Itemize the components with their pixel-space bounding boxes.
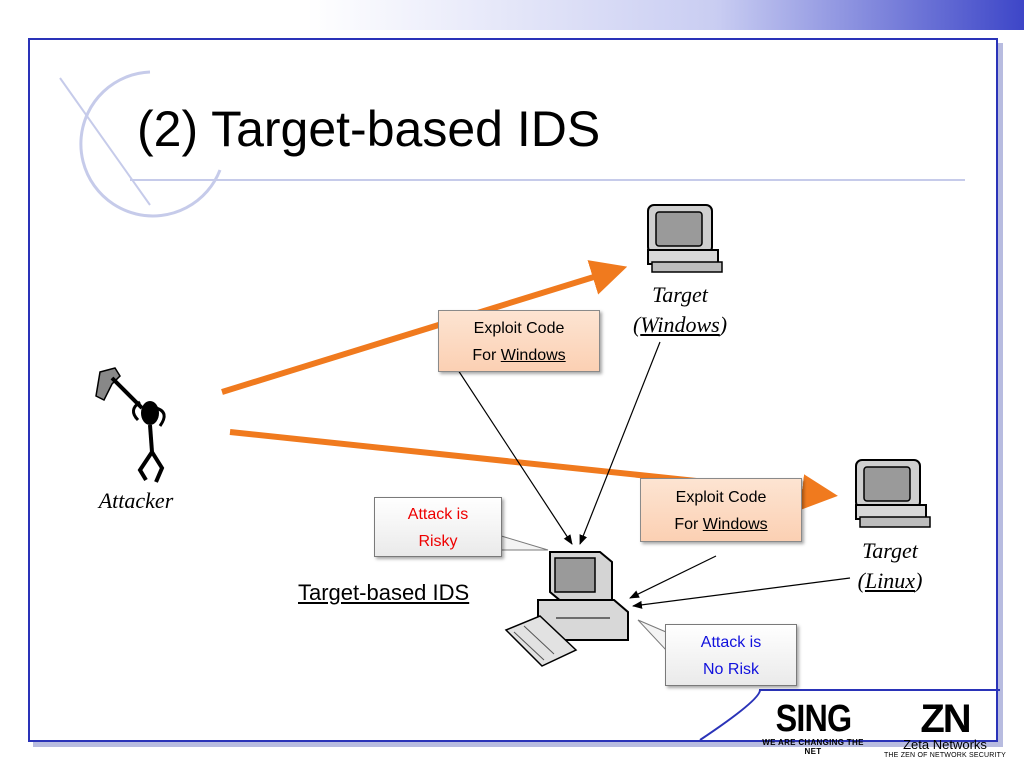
exploit-top-prefix: For	[472, 347, 501, 364]
risky-line1: Attack is	[407, 506, 469, 523]
zeta-logo-tagline: THE ZEN OF NETWORK SECURITY	[883, 752, 1007, 759]
flow-arrow-exploit-to-ids	[457, 369, 573, 545]
sing-logo-name: SING	[775, 698, 851, 740]
exploit-bottom-line2: For Windows	[641, 511, 801, 538]
target-linux-label-line2: (Linux)	[830, 566, 950, 596]
target-windows-computer-icon	[647, 204, 723, 273]
attack-risky-callout: Attack is Risky	[374, 497, 502, 557]
exploit-top-os: Windows	[500, 347, 566, 364]
attacker-icon	[95, 367, 166, 483]
flow-arrow-exploit2-to-ids	[629, 555, 717, 599]
flow-arrow-linux-to-ids	[632, 577, 851, 609]
ids-computer-icon	[504, 551, 629, 667]
norisk-callout-pointer	[637, 619, 667, 652]
title-decoration	[59, 70, 965, 218]
attack-arrow-windows	[221, 260, 628, 395]
sing-logo: SING WE ARE CHANGING THE NET	[757, 700, 869, 756]
close-paren: )	[915, 568, 923, 593]
open-paren: (	[857, 568, 865, 593]
exploit-bottom-os: Windows	[702, 516, 768, 533]
target-linux-label: Target (Linux)	[830, 536, 950, 596]
exploit-bottom-prefix: For	[674, 516, 703, 533]
ids-label: Target-based IDS	[298, 580, 470, 605]
attacker-label: Attacker	[98, 488, 174, 513]
exploit-top-line1: Exploit Code	[473, 320, 565, 337]
target-linux-computer-icon	[855, 459, 931, 528]
norisk-line1: Attack is	[700, 634, 762, 651]
flow-arrow-windows-to-ids	[579, 341, 661, 545]
risky-line2: Risky	[418, 533, 458, 550]
open-paren: (	[632, 312, 641, 337]
exploit-code-callout-bottom: Exploit Code For Windows	[640, 478, 802, 542]
close-paren: )	[719, 312, 728, 337]
zeta-logo-mark: ZN	[920, 697, 971, 741]
attack-no-risk-callout: Attack is No Risk	[665, 624, 797, 686]
target-windows-os: Windows	[640, 312, 720, 337]
target-windows-label-line2: (Windows)	[615, 310, 745, 340]
zeta-logo-name: Zeta Networks	[903, 737, 987, 752]
target-linux-os: Linux	[864, 568, 916, 593]
top-gradient-band	[0, 0, 1024, 30]
exploit-top-line2: For Windows	[439, 342, 599, 369]
exploit-code-callout-top: Exploit Code For Windows	[438, 310, 600, 372]
slide-frame	[28, 38, 998, 742]
target-windows-label-line1: Target	[652, 282, 708, 307]
target-linux-label-line1: Target	[862, 538, 918, 563]
exploit-bottom-line1: Exploit Code	[675, 489, 767, 506]
target-windows-label: Target (Windows)	[615, 280, 745, 340]
sing-logo-tagline: WE ARE CHANGING THE NET	[762, 738, 864, 756]
risky-callout-pointer	[497, 534, 549, 551]
logo-swoosh	[699, 689, 1000, 741]
zeta-networks-logo: ZN Zeta Networks THE ZEN OF NETWORK SECU…	[880, 697, 1010, 760]
norisk-line2: No Risk	[702, 661, 759, 678]
slide-title: (2) Target-based IDS	[137, 101, 601, 157]
